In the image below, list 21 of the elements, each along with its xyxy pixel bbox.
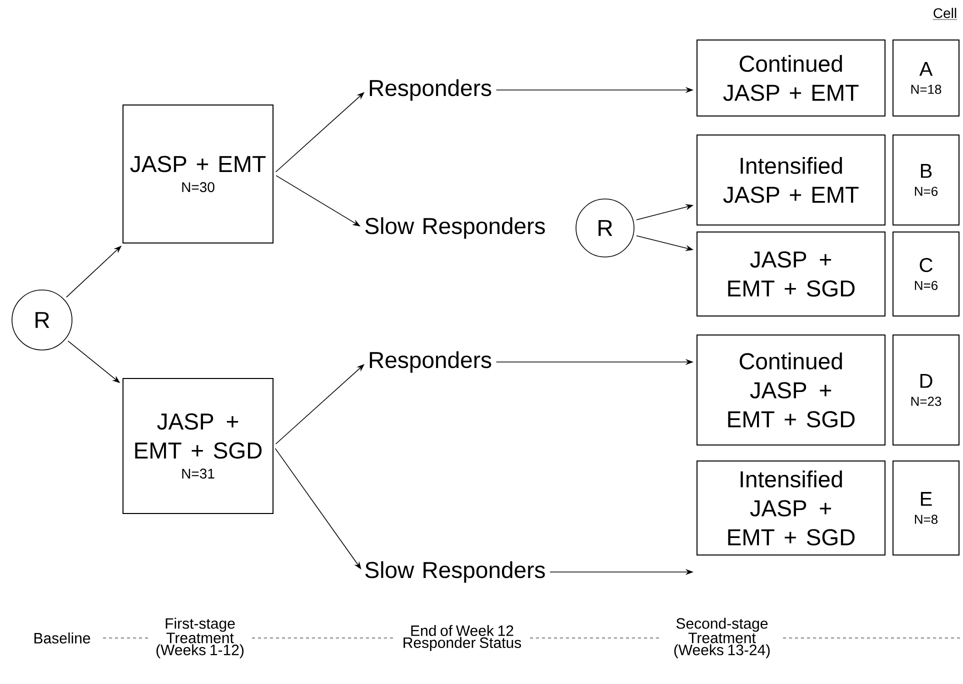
response-label: Responders (370, 351, 492, 373)
treatment-box: JASP + EMT + SGD (696, 232, 886, 316)
treatment-box: JASP + EMT + SGD N=31 (122, 378, 274, 514)
column-heading: Cell (932, 8, 958, 20)
cell-box: E N=8 (892, 460, 960, 556)
response-label: Slow Responders (365, 217, 545, 239)
timeline-label: First-stage Treatment (Weeks 1-12) (156, 618, 244, 658)
timeline-label: Second-stage Treatment (Weeks 13-24) (674, 618, 770, 658)
timeline-label: Baseline (34, 632, 90, 644)
response-label: Responders (370, 79, 492, 101)
cell-box: A N=18 (892, 40, 960, 116)
treatment-box: Continued JASP + EMT + SGD (696, 334, 886, 446)
cell-box: B N=6 (892, 134, 960, 226)
treatment-box: Intensified JASP + EMT + SGD (696, 460, 886, 556)
cell-box: C N=6 (892, 232, 960, 316)
treatment-box: Intensified JASP + EMT (696, 134, 886, 226)
timeline-label: End of Week 12 Responder Status (404, 625, 522, 651)
response-label: Slow Responders (365, 561, 545, 583)
treatment-box: JASP + EMT N=30 (122, 104, 274, 244)
treatment-box: Continued JASP + EMT (696, 40, 886, 116)
cell-box: D N=23 (892, 334, 960, 446)
